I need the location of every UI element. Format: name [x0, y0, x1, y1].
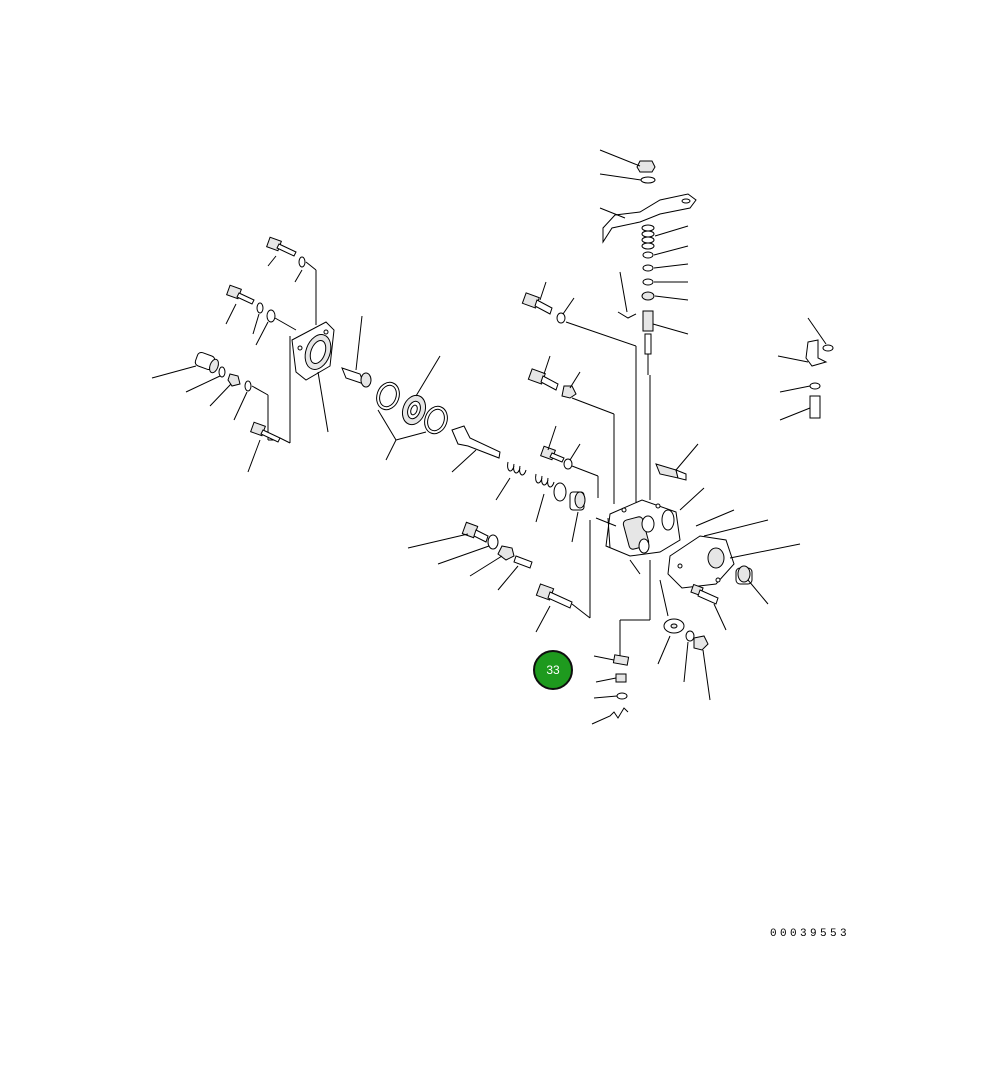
right-fittings [655, 317, 834, 631]
reference-number: 00039553 [770, 928, 851, 940]
callout-badge[interactable]: 33 [533, 650, 573, 690]
upper-center-bolts [521, 281, 637, 514]
lower-left-bolts [407, 520, 591, 633]
left-cover-assembly [151, 236, 335, 473]
shaft-assembly [341, 315, 586, 543]
central-housing [595, 499, 681, 575]
lower-parts [591, 560, 711, 725]
top-rod-assembly [599, 149, 697, 500]
spring [641, 224, 655, 250]
